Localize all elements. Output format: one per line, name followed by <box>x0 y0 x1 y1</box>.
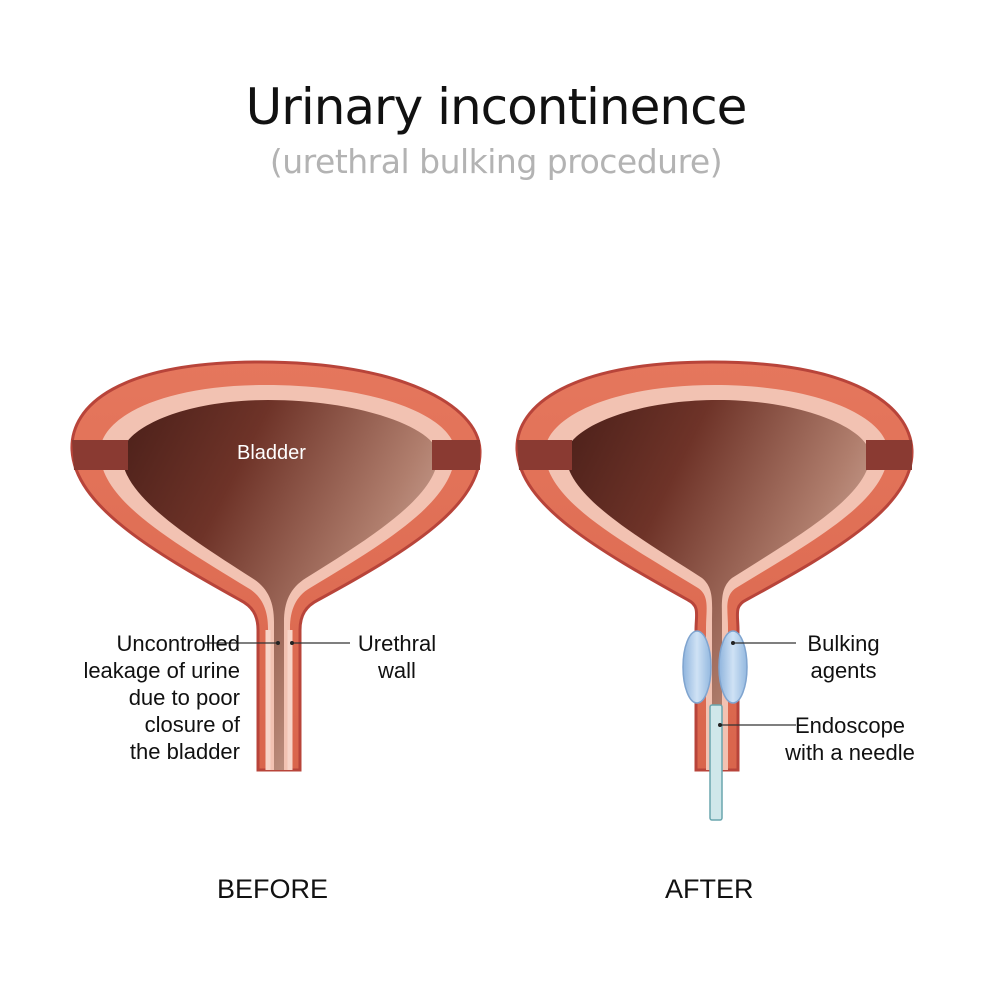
after-ureter-band-left <box>517 440 572 470</box>
bladder-label: Bladder <box>237 442 306 464</box>
leakage-leader-dot <box>276 641 280 645</box>
before-ureter-band-left <box>72 440 128 470</box>
endoscope-leader-dot <box>718 723 722 727</box>
after-bladder <box>515 360 914 821</box>
bulking-leader-dot <box>731 641 735 645</box>
diagram-title: Urinary incontinence <box>245 78 748 136</box>
leakage-label: Uncontrolled leakage of urine due to poo… <box>83 631 240 764</box>
endoscope-needle <box>709 704 723 821</box>
before-caption: BEFORE <box>217 874 329 904</box>
bulking-agent-right <box>718 630 748 704</box>
after-bladder-lumen <box>566 400 870 770</box>
wall-leader-dot <box>290 641 294 645</box>
urethral-wall-label: Urethral wall <box>357 631 437 683</box>
bulking-agents-label: Bulking agents <box>807 631 880 683</box>
before-ureter-band-right <box>432 440 480 470</box>
bulking-agent-left <box>682 630 712 704</box>
endoscope-label: Endoscope with a needle <box>785 713 915 765</box>
diagram-subtitle: (urethral bulking procedure) <box>269 142 723 181</box>
before-bladder-lumen <box>122 400 438 770</box>
before-bladder <box>70 360 482 772</box>
after-ureter-band-right <box>866 440 912 470</box>
after-caption: AFTER <box>665 874 754 904</box>
